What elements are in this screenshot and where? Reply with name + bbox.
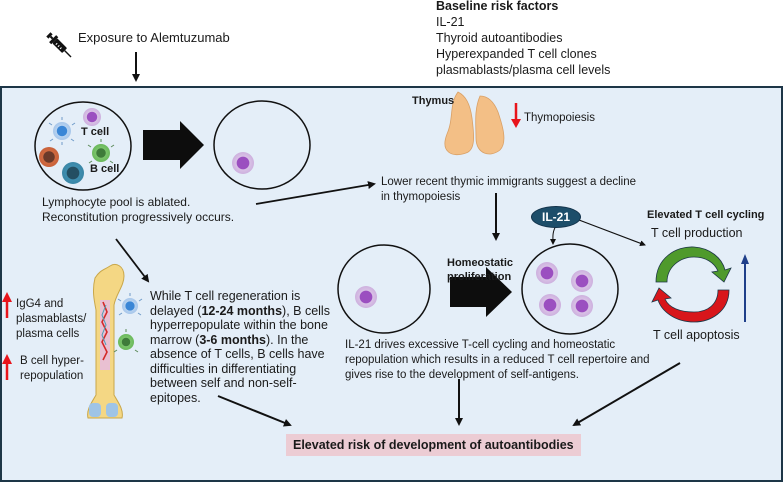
- igg4-label: IgG4 and plasmablasts/ plasma cells: [16, 297, 86, 342]
- t-cell-production-label: T cell production: [651, 226, 743, 240]
- increase-arrow-icon: [741, 254, 749, 322]
- bone-marrow-icon: [87, 263, 125, 419]
- arrow-to-bone-marrow: [115, 238, 150, 283]
- label-line: Homeostatic: [447, 257, 514, 269]
- b-cell-label: B cell: [90, 163, 120, 175]
- lymphocyte-caption: Lymphocyte pool is ablated. Reconstituti…: [42, 195, 234, 225]
- text-span: ), B cells: [282, 303, 330, 318]
- lymphocyte-pool-circle: [34, 101, 132, 191]
- caption-line: between self and non-self-: [150, 376, 297, 390]
- il21-to-cells-arrow: [549, 225, 557, 245]
- caption-line: Lower recent thymic immigrants suggest a…: [381, 176, 637, 188]
- risk-item: Thyroid autoantibodies: [436, 31, 563, 45]
- purple-cell-icon: [83, 108, 101, 126]
- risk-item: Hyperexpanded T cell clones: [436, 47, 597, 61]
- caption-line: gives rise to the development of self-an…: [345, 369, 579, 381]
- thymus-label: Thymus: [412, 95, 455, 107]
- b-cell-icon: [87, 139, 115, 164]
- label-line: plasmablasts/: [16, 313, 87, 325]
- baseline-risk-title: Baseline risk factors: [436, 0, 559, 13]
- thymus-icon: [444, 91, 505, 156]
- caption-line: marrow (3-6 months). In the: [150, 333, 330, 348]
- risk-item: IL-21: [436, 15, 465, 29]
- syringe-icon: [42, 28, 76, 62]
- caption-line: in thymopoiesis: [381, 191, 461, 203]
- il21-to-cycling-arrow: [578, 219, 646, 247]
- arrow-bone-to-outcome: [217, 395, 292, 427]
- duration-highlight: 3-6 months: [199, 332, 266, 347]
- t-cell-receptor-cell-icon: [48, 117, 76, 145]
- increase-arrow-icon: [2, 292, 12, 318]
- single-t-cell-circle: [337, 244, 431, 334]
- baseline-risk-factors: Baseline risk factors IL-21 Thyroid auto…: [436, 0, 610, 78]
- purple-cell-icon: [571, 295, 593, 317]
- homeostatic-label: Homeostatic proliferation: [447, 256, 513, 284]
- t-cell-cycle-icon: [651, 246, 732, 323]
- exposure-label: Exposure to Alemtuzumab: [78, 30, 230, 45]
- caption-line: Reconstitution progressively occurs.: [42, 210, 235, 224]
- arrow-to-thymus-text: [255, 181, 376, 205]
- arrow-cycling-to-outcome: [572, 362, 681, 427]
- t-cell-icon: [117, 293, 143, 316]
- text-span: delayed (: [150, 303, 202, 318]
- thymopoiesis-label: Thymopoiesis: [524, 112, 595, 124]
- caption-line: Lymphocyte pool is ablated.: [42, 195, 191, 209]
- ablation-arrow: [143, 121, 204, 169]
- thymus-caption: Lower recent thymic immigrants suggest a…: [381, 175, 636, 205]
- decrease-arrow-icon: [511, 103, 521, 128]
- label-line: IgG4 and: [16, 298, 64, 310]
- bone-marrow-caption: While T cell regeneration is delayed (12…: [150, 289, 330, 405]
- b-cell-icon: [113, 329, 139, 353]
- cycling-title: Elevated T cell cycling: [647, 209, 765, 221]
- risk-item: plasmablasts/plasma cell levels: [436, 63, 611, 77]
- increase-arrow-icon: [2, 354, 12, 380]
- label-line: B cell hyper-: [20, 355, 84, 367]
- duration-highlight: 12-24 months: [201, 303, 283, 318]
- label-line: plasma cells: [16, 328, 80, 340]
- proliferation-arrow: [450, 267, 512, 317]
- caption-line: absence of T cells, B cells have: [150, 347, 325, 361]
- label-line: proliferation: [447, 271, 512, 283]
- teal-cell-icon: [62, 162, 84, 184]
- expanded-t-cell-circle: [521, 243, 619, 335]
- t-cell-label: T cell: [81, 126, 110, 138]
- caption-line: difficulties in differentiating: [150, 361, 297, 376]
- caption-line: delayed (12-24 months), B cells: [150, 304, 330, 319]
- ablated-pool-circle: [213, 100, 311, 190]
- t-cell-apoptosis-label: T cell apoptosis: [653, 328, 740, 342]
- text-span: ). In the: [266, 332, 309, 347]
- caption-line: IL-21 drives excessive T-cell cycling an…: [345, 339, 616, 351]
- purple-cell-icon: [232, 152, 254, 174]
- purple-cell-icon: [539, 294, 561, 316]
- orange-cell-icon: [39, 147, 59, 167]
- purple-cell-icon: [355, 286, 377, 308]
- caption-line: epitopes.: [150, 390, 201, 405]
- homeostatic-caption: IL-21 drives excessive T-cell cycling an…: [345, 338, 650, 383]
- outcome-box: Elevated risk of development of autoanti…: [286, 434, 581, 456]
- caption-line: hyperrepopulate within the bone: [150, 318, 328, 332]
- il21-badge: IL-21: [531, 206, 581, 228]
- purple-cell-icon: [571, 270, 593, 292]
- label-line: repopulation: [20, 370, 84, 382]
- purple-cell-icon: [536, 262, 558, 284]
- caption-line: repopulation which results in a reduced …: [345, 354, 650, 366]
- b-cell-hyper-label: B cell hyper- repopulation: [20, 354, 84, 384]
- caption-line: While T cell regeneration is: [150, 289, 301, 303]
- text-span: marrow (: [150, 332, 200, 347]
